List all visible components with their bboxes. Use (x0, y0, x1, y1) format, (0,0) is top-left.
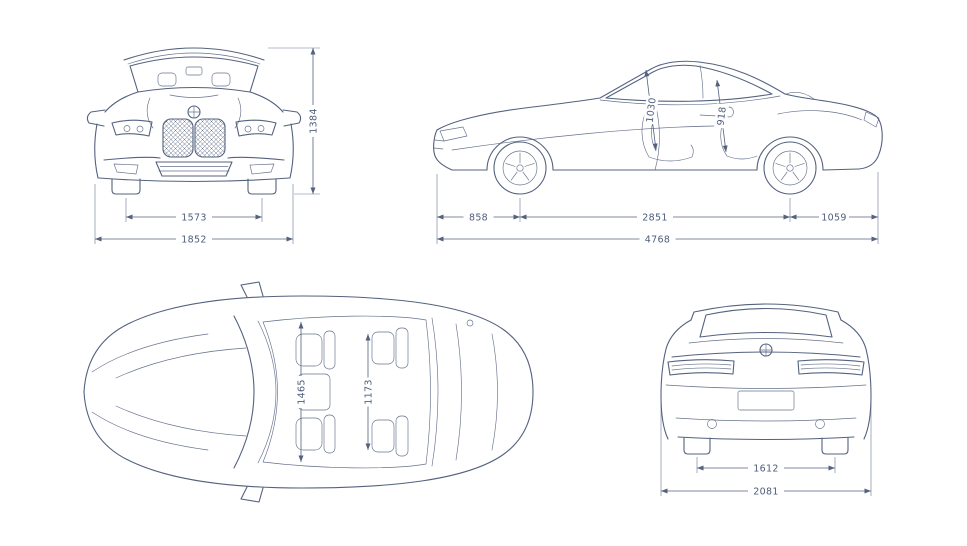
front-overhang-label: 858 (469, 213, 488, 224)
dim-top-width-rear: 1173 (361, 334, 375, 450)
headroom-rear-label: 918 (716, 106, 729, 126)
side-wheel-rear (763, 141, 817, 195)
rearview-mirror (185, 66, 203, 76)
windshield-front (129, 56, 259, 93)
dim-front-height: 1384 (268, 47, 320, 195)
front-width-label: 1852 (181, 235, 206, 246)
dim-rear-width: 2081 (660, 402, 872, 498)
fuel-cap (466, 319, 474, 327)
dim-side-headroom-front: 1030 (643, 69, 659, 151)
side-taillight (863, 111, 880, 128)
overall-length-label: 4768 (645, 235, 670, 246)
taillight-left (667, 359, 735, 376)
top-mirror-left (240, 281, 264, 298)
rear-overhang-label: 1059 (821, 213, 846, 224)
rear-window (699, 307, 833, 338)
interior-width-rear-label: 1173 (363, 379, 374, 404)
rear-wheel-right (821, 437, 849, 455)
side-view-drawing (433, 60, 883, 195)
headlight-left (111, 119, 153, 137)
cabin-opening (262, 315, 431, 469)
front-height-label: 1384 (308, 108, 319, 133)
kidney-grille-right (194, 118, 226, 158)
license-plate (737, 390, 795, 411)
windshield-arc (233, 315, 255, 469)
headlight-right (235, 119, 277, 137)
side-wheel-front (493, 141, 547, 195)
rear-width-label: 2081 (753, 487, 778, 498)
front-view-drawing (86, 47, 302, 195)
headroom-front-label: 1030 (645, 97, 659, 124)
dim-side-overhangs-wheelbase: 858 2851 1059 (436, 172, 879, 244)
mirror-left (86, 109, 106, 127)
door-handle (699, 114, 719, 117)
front-intake (155, 161, 233, 177)
rear-wheel-left (683, 437, 711, 455)
kidney-grille-left (162, 118, 194, 158)
top-view-drawing (83, 281, 534, 503)
top-seats (295, 327, 409, 457)
dim-rear-track: 1612 (696, 457, 836, 475)
exhaust-right (815, 419, 825, 429)
rear-view-drawing (660, 303, 872, 455)
dim-front-track: 1573 (125, 198, 263, 224)
rear-track-label: 1612 (753, 464, 778, 475)
front-track-label: 1573 (181, 213, 206, 224)
taillight-right (797, 359, 865, 376)
dim-top-width-front: 1465 (294, 322, 308, 462)
dim-side-headroom-rear: 918 (714, 79, 729, 153)
interior-width-front-label: 1465 (296, 379, 307, 404)
side-window-glass (605, 64, 773, 102)
wheelbase-label: 2851 (642, 213, 667, 224)
headrest-left (157, 72, 177, 87)
front-wheel-right (247, 178, 277, 195)
mirror-right (282, 109, 302, 127)
dim-side-length: 4768 (437, 232, 878, 246)
exhaust-left (707, 419, 717, 429)
side-headlight (439, 126, 468, 142)
dim-front-width: 1852 (94, 184, 294, 246)
top-mirror-right (240, 486, 264, 503)
front-wheel-left (111, 178, 141, 195)
headrest-right (211, 72, 231, 87)
